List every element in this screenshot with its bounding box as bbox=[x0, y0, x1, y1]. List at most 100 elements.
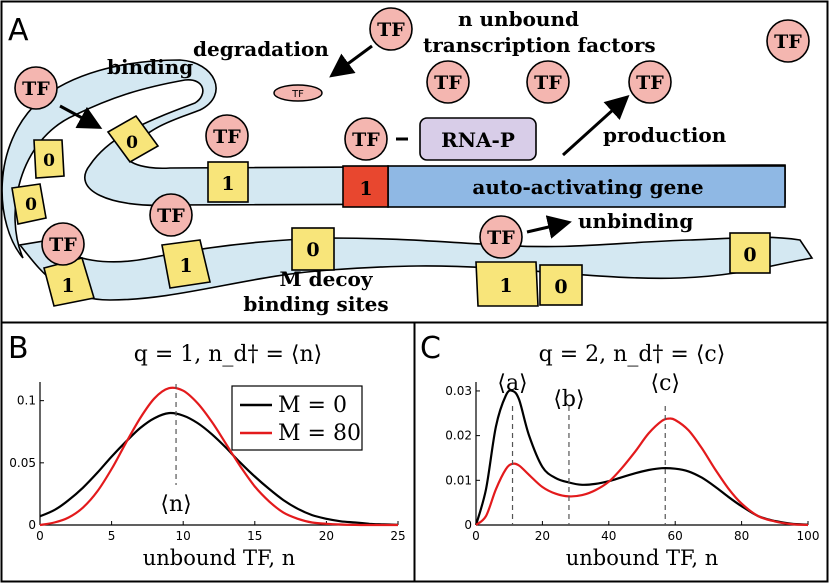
x-axis-label: unbound TF, n bbox=[143, 546, 296, 570]
unbound-line1: n unbound bbox=[458, 7, 579, 31]
site-lower-0c: 0 bbox=[729, 232, 771, 274]
y-tick-label: 0 bbox=[28, 518, 36, 532]
site-curl-0a: 0 bbox=[106, 114, 160, 164]
legend-box bbox=[231, 385, 363, 451]
tf-free-2: TF bbox=[526, 60, 570, 104]
x-tick-label: 100 bbox=[797, 529, 820, 543]
panel-a-letter: A bbox=[8, 13, 29, 48]
y-tick-label: 0.1 bbox=[17, 394, 36, 408]
x-tick-label: 5 bbox=[108, 529, 116, 543]
binding-arrow bbox=[59, 104, 103, 129]
tf-produced: TF bbox=[628, 60, 672, 104]
y-tick-label: 0.01 bbox=[445, 473, 472, 487]
tf-bound-active: TF bbox=[344, 117, 388, 161]
site-upper-1-label: 1 bbox=[221, 173, 234, 195]
peak-annotation: ⟨c⟩ bbox=[650, 371, 680, 396]
site-lower-0a: 0 bbox=[291, 227, 335, 271]
tf-circles: TF TF TF TF TF TF TF TF TF TF TF bbox=[14, 7, 810, 266]
degradation-label: degradation bbox=[193, 37, 329, 61]
site-lower-0b-label: 0 bbox=[554, 276, 567, 298]
tf-bound-lower-1: TF bbox=[149, 193, 193, 237]
tf-binding-label: TF bbox=[22, 78, 50, 100]
tf-free-3-label: TF bbox=[774, 31, 802, 53]
tf-bound-active-label: TF bbox=[352, 129, 380, 151]
tf-degrading: TF bbox=[369, 7, 413, 51]
x-axis-label: unbound TF, n bbox=[566, 546, 719, 570]
legend-label-m80: M = 80 bbox=[278, 421, 361, 446]
legend: M = 0 M = 80 bbox=[231, 385, 363, 451]
decoy-strand bbox=[18, 236, 814, 301]
tf-bound-lower-2-label: TF bbox=[49, 234, 77, 256]
active-binding-site bbox=[342, 165, 389, 208]
series-line-m80 bbox=[39, 386, 398, 527]
tf-free-1-label: TF bbox=[434, 72, 462, 94]
gene-label: auto-activating gene bbox=[472, 175, 703, 199]
tf-bound-upper-label: TF bbox=[213, 126, 241, 148]
x-tick-label: 40 bbox=[601, 529, 616, 543]
binding-label: binding bbox=[107, 55, 193, 79]
panel-c-letter: C bbox=[420, 331, 441, 366]
tf-produced-label: TF bbox=[636, 72, 664, 94]
decoy-line2: binding sites bbox=[243, 292, 388, 316]
site-curl-0c: 0 bbox=[11, 183, 47, 225]
x-tick-label: 20 bbox=[535, 529, 550, 543]
tf-free-1: TF bbox=[426, 60, 470, 104]
x-tick-label: 0 bbox=[36, 529, 44, 543]
x-tick-label: 80 bbox=[734, 529, 749, 543]
panel-c-title: q = 2, n_d† = ⟨c⟩ bbox=[539, 342, 726, 367]
site-lower-0c-label: 0 bbox=[743, 244, 756, 266]
y-tick-label: 0.03 bbox=[445, 384, 472, 398]
rnap-label: RNA-P bbox=[441, 128, 515, 152]
series-line-m0 bbox=[474, 389, 809, 526]
site-curl-0c-label: 0 bbox=[25, 195, 37, 215]
mean-annotation: ⟨n⟩ bbox=[160, 492, 191, 517]
degraded-tf-label: TF bbox=[291, 89, 304, 100]
site-curl-0a-label: 0 bbox=[126, 133, 138, 153]
degraded-tf bbox=[273, 84, 323, 102]
rna-polymerase bbox=[419, 117, 537, 161]
x-tick-label: 20 bbox=[319, 529, 334, 543]
panel-c-frame bbox=[413, 321, 829, 583]
series-line-m80 bbox=[475, 417, 809, 527]
production-arrow bbox=[561, 94, 630, 157]
panel-b-title: q = 1, n_d† = ⟨n⟩ bbox=[134, 342, 323, 367]
y-tick-label: 0.05 bbox=[9, 456, 36, 470]
unbound-line2: transcription factors bbox=[423, 33, 656, 57]
unbinding-label: unbinding bbox=[578, 209, 693, 233]
tf-unbinding: TF bbox=[479, 215, 523, 259]
site-lower-1a: 1 bbox=[43, 257, 96, 307]
production-label: production bbox=[603, 123, 727, 147]
tf-free-2-label: TF bbox=[534, 72, 562, 94]
active-site-label: 1 bbox=[359, 178, 372, 200]
site-lower-0b: 0 bbox=[539, 264, 583, 306]
series-line-m0 bbox=[39, 411, 399, 526]
tf-binding: TF bbox=[14, 66, 58, 110]
site-lower-1c: 1 bbox=[475, 261, 539, 307]
peak-annotation: ⟨b⟩ bbox=[553, 387, 584, 412]
decoy-line1: M decoy bbox=[280, 267, 374, 291]
x-tick-label: 60 bbox=[668, 529, 683, 543]
peak-annotation: ⟨a⟩ bbox=[497, 371, 527, 396]
x-tick-label: 10 bbox=[176, 529, 191, 543]
site-lower-1a-label: 1 bbox=[61, 275, 74, 297]
degradation-arrow bbox=[329, 44, 373, 78]
x-tick-label: 25 bbox=[390, 529, 405, 543]
site-lower-0a-label: 0 bbox=[306, 239, 319, 261]
tf-bound-lower-2: TF bbox=[41, 222, 85, 266]
site-lower-1b: 1 bbox=[161, 239, 211, 289]
site-upper-1: 1 bbox=[207, 161, 249, 203]
legend-label-m0: M = 0 bbox=[278, 393, 347, 418]
x-tick-label: 0 bbox=[472, 529, 480, 543]
gene-body bbox=[387, 165, 786, 208]
panel-b-letter: B bbox=[8, 331, 29, 366]
tf-bound-lower-1-label: TF bbox=[157, 205, 185, 227]
tf-free-3: TF bbox=[766, 19, 810, 63]
site-lower-1b-label: 1 bbox=[179, 255, 192, 277]
unbinding-arrow bbox=[526, 215, 572, 239]
site-curl-0b-label: 0 bbox=[43, 151, 55, 171]
tf-bound-upper: TF bbox=[205, 114, 249, 158]
tf-unbinding-label: TF bbox=[487, 227, 515, 249]
